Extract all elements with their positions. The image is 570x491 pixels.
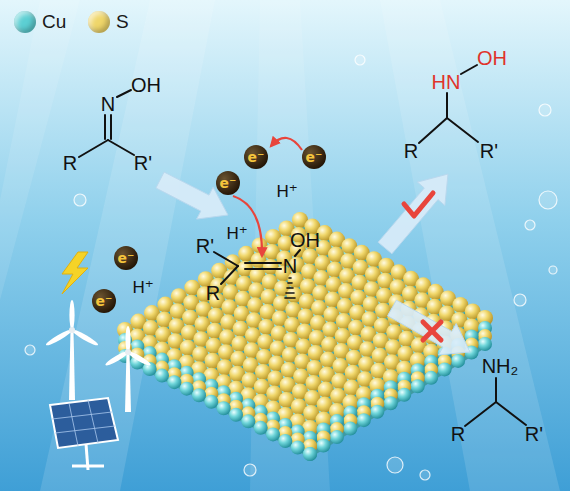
electron-sphere: [92, 289, 116, 313]
atom-sphere: [217, 401, 231, 415]
atom-sphere: [343, 422, 357, 436]
atom-sphere: [229, 408, 243, 422]
atom-label: NH₂: [482, 356, 519, 376]
atom-sphere: [370, 405, 384, 419]
legend-entry: Cu: [14, 11, 66, 33]
electron-spheres: [92, 145, 326, 313]
atom-label: R': [525, 424, 543, 444]
atom-label: R': [196, 236, 214, 256]
atom-sphere: [384, 396, 398, 410]
atom-sphere: [278, 434, 292, 448]
atom-sphere: [192, 388, 206, 402]
atom-label: R: [451, 424, 465, 444]
atom-label: R: [63, 153, 77, 173]
atom-label: R: [206, 283, 220, 303]
cus-catalyst-slab: [117, 212, 493, 461]
atom-sphere: [451, 354, 465, 368]
proton-label: H⁺: [132, 279, 153, 296]
atom-sphere: [241, 414, 255, 428]
atom-label: R: [404, 141, 418, 161]
atom-sphere: [424, 371, 438, 385]
atom-sphere: [438, 362, 452, 376]
electron-label: e⁻: [248, 150, 265, 164]
legend-text: S: [116, 11, 129, 33]
wind-turbine: [104, 326, 152, 412]
electron-label: e⁻: [220, 176, 237, 190]
atom-label: OH: [290, 230, 320, 250]
legend-swatch: [14, 11, 36, 33]
solar-panel: [50, 398, 118, 470]
atom-sphere: [411, 379, 425, 393]
electron-sphere: [216, 171, 240, 195]
proton-label: H⁺: [226, 225, 247, 242]
atom-sphere: [180, 382, 194, 396]
atom-sphere: [397, 388, 411, 402]
atom-sphere: [303, 447, 317, 461]
atom-label: R': [134, 153, 152, 173]
chemical-bonds: [79, 65, 526, 426]
atom-sphere: [266, 427, 280, 441]
atom-sphere: [167, 375, 181, 389]
electron-sphere: [302, 145, 326, 169]
atom-sphere: [204, 395, 218, 409]
slab-side: [125, 330, 310, 458]
electron-label: e⁻: [118, 251, 135, 265]
electron-sphere: [244, 145, 268, 169]
electron-sphere: [114, 246, 138, 270]
atom-label: OH: [477, 48, 507, 68]
slab-top: [125, 220, 485, 428]
atom-sphere: [330, 430, 344, 444]
selectivity-marks: [404, 193, 441, 340]
reaction-arrow: [378, 174, 448, 254]
atom-sphere: [291, 440, 305, 454]
reaction-arrow: [388, 300, 470, 355]
legend-entry: S: [88, 11, 129, 33]
electron-label: e⁻: [96, 294, 113, 308]
bubbles: [25, 55, 557, 480]
atom-sphere: [155, 369, 169, 383]
atom-label: R': [480, 141, 498, 161]
atom-sphere: [254, 421, 268, 435]
atom-label: N: [283, 256, 297, 276]
legend-swatch: [88, 11, 110, 33]
wind-turbine: [45, 300, 100, 400]
legend-text: Cu: [42, 11, 66, 33]
electron-label: e⁻: [306, 150, 323, 164]
atom-sphere: [316, 439, 330, 453]
cross-mark: [423, 322, 441, 340]
atom-sphere: [478, 337, 492, 351]
reaction-arrows: [156, 172, 470, 355]
lightning-bolt: [62, 252, 88, 294]
wind-turbines: [45, 300, 152, 412]
atom-label: HN: [432, 72, 461, 92]
check-mark: [404, 193, 433, 216]
atom-sphere: [303, 447, 317, 461]
atom-sphere: [357, 413, 371, 427]
atom-label: N: [101, 94, 115, 114]
proton-label: H⁺: [276, 183, 297, 200]
atom-label: OH: [131, 75, 161, 95]
